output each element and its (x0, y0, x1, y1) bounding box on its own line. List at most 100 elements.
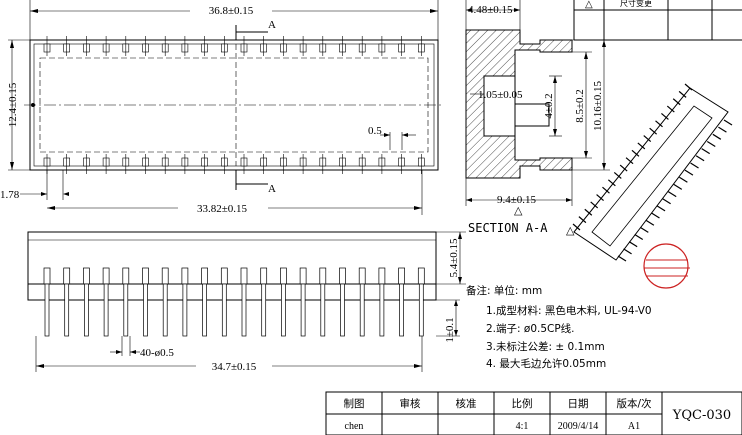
front-pin (340, 283, 345, 337)
pin-row-top (43, 36, 425, 56)
part-number: YQC-030 (672, 408, 731, 423)
iso-pin-left (631, 149, 640, 157)
dim-slot-height: 4±0.2 (543, 93, 555, 118)
front-notch (319, 267, 327, 285)
isometric-view (572, 83, 733, 262)
front-notch (83, 267, 90, 285)
iso-pin-right (723, 119, 733, 126)
tb-header-date: 日期 (568, 398, 589, 410)
front-notch (299, 267, 307, 285)
front-notch (339, 267, 346, 285)
iso-pin-left (590, 201, 599, 209)
iso-pin-right (645, 219, 655, 226)
iso-pin-right (651, 212, 660, 219)
front-pin (261, 283, 267, 337)
front-notch (102, 267, 110, 285)
dim-height-1016: 10.16±0.15 (592, 80, 604, 131)
front-notch (398, 267, 405, 285)
front-pin (399, 283, 404, 337)
section-view: 4.48±0.15 1.05±0.05 4±0.2 8.5±0.2 10.16±… (465, 0, 610, 237)
pin-row-bottom (43, 154, 425, 174)
front-pin (379, 283, 385, 337)
iso-pin-right (634, 234, 644, 241)
note-1: 1.成型材料: 黑色电木料, UL-94-V0 (486, 304, 652, 317)
front-pin (281, 283, 286, 337)
front-notch (142, 267, 149, 285)
section-marker-top: A (268, 19, 276, 31)
iso-pin-right (695, 155, 705, 162)
note-2: 2.端子: ø0.5CP线. (486, 322, 575, 335)
front-notch (240, 267, 248, 285)
iso-pin-left (613, 171, 622, 179)
dim-pins-desc: 40-ø0.5 (140, 347, 174, 359)
iso-pin-right (684, 169, 694, 176)
front-pin (123, 283, 129, 337)
iso-pin-right (718, 126, 727, 133)
iso-pin-left (649, 127, 658, 135)
iso-pin-right (667, 191, 677, 198)
revision-triangle-2: △ (566, 225, 575, 237)
dim-edge-offset: 1.78 (0, 189, 20, 201)
iso-pin-right (690, 162, 699, 169)
dim-side-width: 4.48±0.15 (468, 4, 513, 16)
iso-pin-left (637, 142, 646, 150)
front-pin (202, 283, 207, 337)
iso-pin-left (596, 194, 604, 201)
iso-pin-right (628, 241, 638, 248)
iso-pin-right (639, 226, 649, 233)
front-pin (320, 283, 326, 337)
iso-pin-left (578, 216, 587, 224)
revision-triangle-1: △ (514, 205, 523, 217)
iso-pin-left (607, 179, 616, 187)
tb-header-checked: 审核 (400, 397, 421, 410)
iso-pin-right (662, 198, 671, 205)
front-notch (122, 267, 130, 285)
title-block: 制图 审核 核准 比例 日期 版本/次 chen 4:1 2009/4/14 A… (325, 391, 742, 435)
front-notch (260, 267, 268, 285)
iso-pin-right (706, 140, 716, 147)
revision-table: △ 尺寸变更 (573, 0, 742, 41)
dim-pin-tail: 1±0.1 (444, 317, 456, 342)
iso-pin-right (712, 133, 722, 140)
dim-inner-gap: 1.05±0.05 (478, 89, 523, 101)
tb-header-drawn: 制图 (344, 397, 365, 410)
note-4: 4. 最大毛边允许0.05mm (486, 357, 606, 370)
front-notch (378, 267, 386, 285)
iso-pin-left (661, 113, 669, 120)
iso-pin-left (655, 120, 663, 128)
tb-header-scale: 比例 (512, 397, 533, 410)
front-notch (201, 267, 208, 285)
front-pin (162, 283, 168, 337)
iso-pin-left (678, 90, 687, 98)
front-notch (43, 267, 51, 285)
section-label: SECTION A-A (468, 221, 548, 235)
dim-bottom-length: 34.7±0.15 (212, 361, 257, 373)
inspection-stamp (643, 243, 690, 289)
revision-text: 尺寸变更 (620, 0, 652, 8)
front-pin (300, 283, 306, 337)
dim-pitch: 0.5 (368, 125, 382, 137)
front-pin (143, 283, 148, 337)
section-marker-bottom: A (268, 183, 276, 195)
iso-pin-left (625, 157, 634, 165)
front-pin (359, 283, 365, 337)
front-pin (221, 283, 227, 337)
iso-pin-left (666, 105, 675, 113)
dim-side-depth: 9.4±0.15 (497, 194, 537, 206)
front-notch (161, 267, 169, 285)
iso-pin-right (679, 176, 688, 183)
iso-pin-left (602, 186, 610, 194)
front-view: 5.4±0.15 1±0.1 40-ø0.5 34.7±0.15 (27, 231, 466, 373)
top-view: 36.8±0.15 A 12.4±0.15 0.5 (0, 0, 444, 215)
note-3: 3.未标注公差: ± 0.1mm (486, 340, 605, 353)
front-pin (418, 283, 424, 337)
front-pin (44, 283, 50, 337)
iso-pin-left (584, 208, 593, 216)
front-notch (181, 267, 189, 285)
front-notch (417, 267, 425, 285)
front-pin (103, 283, 109, 337)
front-pin (182, 283, 188, 337)
iso-pin-right (701, 148, 711, 155)
tb-header-approved: 核准 (456, 397, 477, 410)
